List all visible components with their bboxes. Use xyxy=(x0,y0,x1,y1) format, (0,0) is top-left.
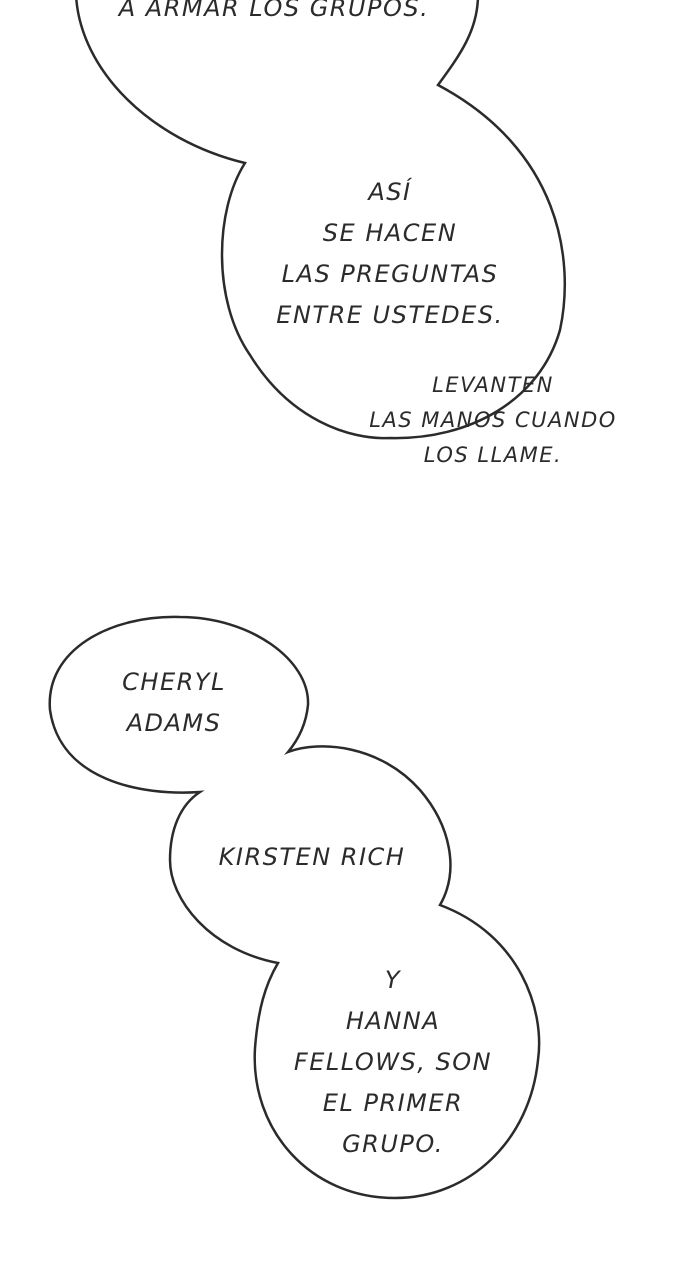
speech-bubble-names xyxy=(48,615,541,1200)
bubble-text-hanna: Y HANNA FELLOWS, SON EL PRIMER GRUPO. xyxy=(293,966,493,1158)
bubble-text-cheryl: CHERYL ADAMS xyxy=(122,668,226,737)
speech-bubble-top xyxy=(75,0,566,440)
bubble-text-levanten: LEVANTEN LAS MANOS CUANDO LOS LLAME. xyxy=(369,373,617,467)
bubble-text-asi: ASÍ SE HACEN LAS PREGUNTAS ENTRE USTEDES… xyxy=(276,178,504,329)
bubble-text-top: A ARMAR LOS GRUPOS. xyxy=(118,0,430,22)
bubble-text-kirsten: KIRSTEN RICH xyxy=(218,843,406,871)
